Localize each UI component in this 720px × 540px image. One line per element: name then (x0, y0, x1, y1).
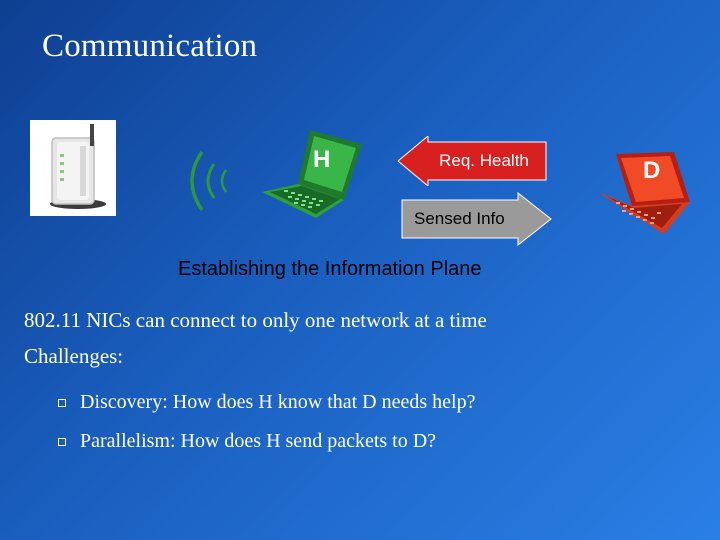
sensed-info-arrow (401, 192, 552, 246)
bullet-marker (58, 437, 66, 446)
bullet-text: Discovery: How does H know that D needs … (80, 391, 476, 413)
slide-title: Communication (42, 28, 258, 64)
body-line-challenges: Challenges: (24, 344, 124, 368)
laptop-d-icon (598, 152, 690, 234)
request-arrow (398, 136, 547, 186)
wireless-signal-icon (190, 151, 228, 211)
laptop-h-icon (262, 130, 362, 218)
body-line-nic: 802.11 NICs can connect to only one netw… (24, 308, 487, 332)
laptop-d-label: D (643, 157, 661, 184)
bullet-item-parallelism: Parallelism: How does H send packets to … (58, 430, 436, 453)
bullet-item-discovery: Discovery: How does H know that D needs … (58, 391, 475, 414)
bullet-marker (58, 398, 66, 407)
wireless-router-icon (30, 120, 116, 216)
sensed-info-arrow-label: Sensed Info (414, 209, 505, 228)
diagram-caption: Establishing the Information Plane (178, 258, 482, 280)
bullet-text: Parallelism: How does H send packets to … (80, 430, 437, 452)
request-arrow-label: Req. Health (439, 151, 529, 170)
laptop-h-label: H (313, 146, 331, 173)
